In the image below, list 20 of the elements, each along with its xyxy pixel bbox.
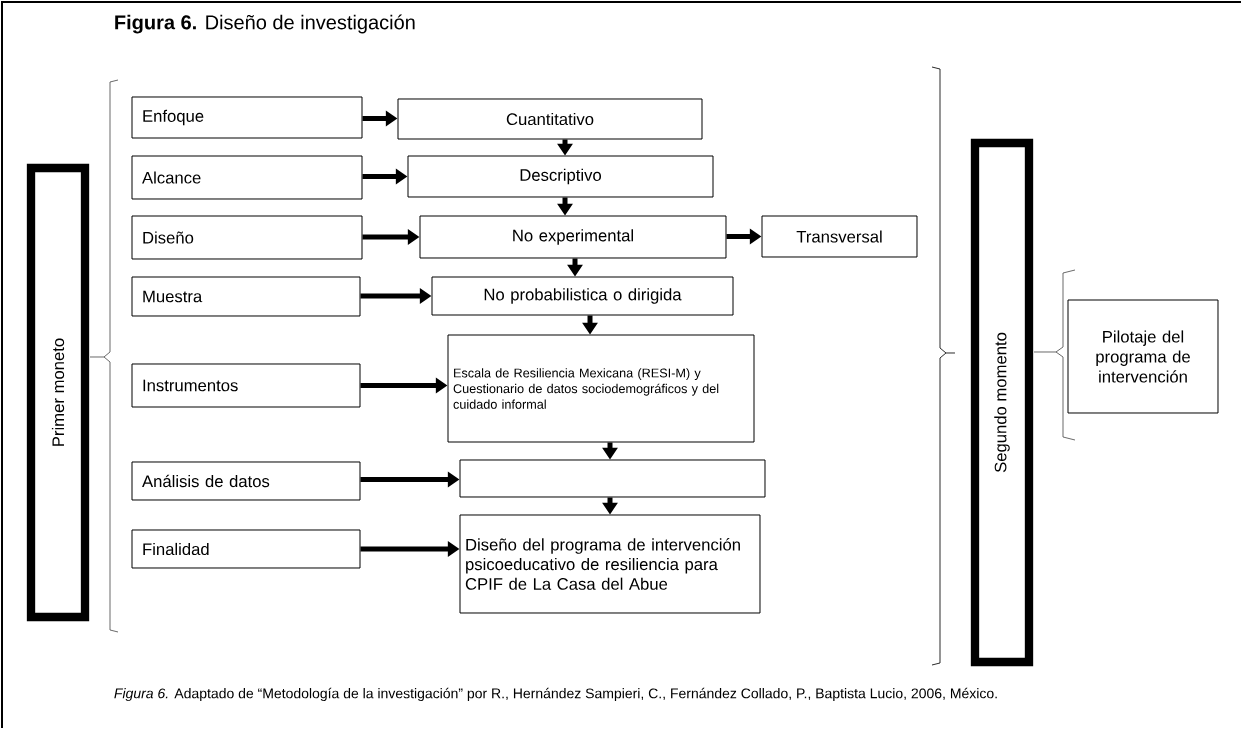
process-box: Muestra [131, 276, 361, 317]
empty-box [459, 459, 766, 498]
process-box: Diseño [131, 215, 363, 260]
process-box: Descriptivo [407, 155, 714, 198]
process-box: Instrumentos [131, 363, 361, 408]
process-box: Finalidad [131, 529, 361, 569]
process-box: No experimental [419, 215, 727, 259]
figure-title: Figura 6. Diseño de investigación [115, 14, 415, 34]
process-box: Pilotaje del programa de intervención [1067, 299, 1219, 414]
process-box: Alcance [131, 155, 363, 200]
process-box: No probabilistica o dirigida [431, 276, 734, 316]
process-box: Transversal [761, 215, 918, 258]
process-box: Diseño del programa de intervención psicoeducativo de resiliencia para CPIF de La Casa del Abue [459, 514, 761, 614]
stage-box: Segundo momento [970, 138, 1034, 667]
stage-box: Primer moneto [26, 163, 90, 622]
process-box: Enfoque [131, 96, 363, 139]
process-box: Análisis de datos [131, 461, 361, 501]
process-box: Escala de Resiliencia Mexicana (RESI-M) y Cuestionario de datos sociodemográficos y del cuidado informal [447, 334, 755, 443]
process-box: Cuantitativo [397, 98, 703, 140]
figure-caption: Figura 6. Adaptado de “Metodología de la investigación” por R., Hernández Sampieri, C., Fernández Collado, P., Baptista Lucio, 2006, México. [114, 687, 997, 702]
